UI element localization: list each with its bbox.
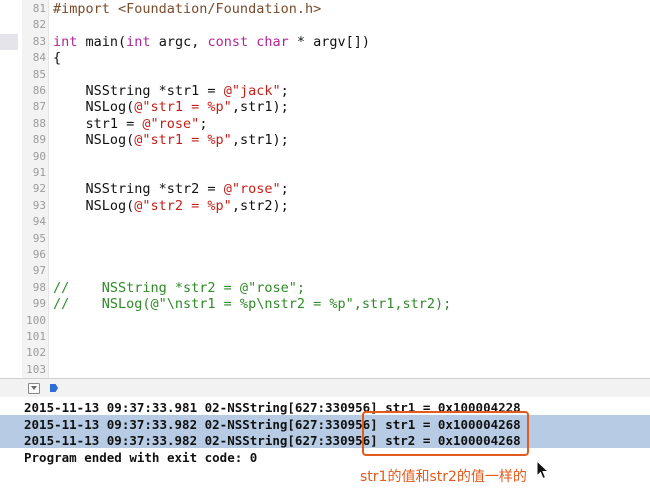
code-line: NSLog(@"str1 = %p",str1); [53, 132, 289, 148]
code-token: NSLog( [53, 197, 135, 214]
line-number: 83 [32, 34, 46, 48]
line-number: 81 [32, 2, 46, 15]
navigator-selection-marker [0, 34, 18, 50]
code-line: NSLog(@"str2 = %p",str2); [53, 198, 289, 214]
code-token: ; [280, 181, 289, 198]
line-number: 85 [32, 67, 46, 81]
line-number: 89 [32, 133, 46, 147]
line-number: 86 [32, 84, 46, 97]
breakpoint-icon[interactable] [50, 384, 58, 392]
code-token: // NSString *str2 = @"rose"; [53, 279, 305, 296]
line-number: 91 [32, 166, 46, 179]
line-number: 96 [32, 248, 46, 261]
line-number: 99 [32, 297, 46, 311]
code-token: @"rose" [223, 181, 281, 198]
line-number: 103 [26, 362, 46, 376]
line-number: 95 [32, 231, 46, 245]
console-line: 2015-11-13 09:37:33.982 02-NSString[627:… [24, 433, 521, 448]
code-token: ,str2); [231, 197, 289, 214]
code-token: argc, [150, 33, 208, 50]
line-number: 102 [26, 346, 46, 360]
hide-debug-area-icon[interactable] [28, 383, 40, 394]
code-token: ,str1); [231, 132, 289, 149]
code-token: str1 = [53, 115, 143, 132]
code-token: NSString *str2 = [53, 181, 224, 198]
code-token: char [256, 33, 289, 50]
code-token: NSLog( [53, 99, 135, 116]
line-number: 87 [32, 100, 46, 114]
line-number: 88 [32, 116, 46, 130]
line-number: 90 [32, 149, 46, 163]
code-token: int [126, 33, 151, 50]
code-token: @"str1 = %p" [134, 132, 232, 149]
code-token: @"str2 = %p" [134, 197, 232, 214]
code-token: * argv[]) [288, 33, 371, 50]
line-number: 98 [32, 280, 46, 294]
line-number: 94 [32, 215, 46, 229]
line-number-gutter: 81 82 83 84 85 86 87 88 89 90 91 92 93 94 95 96 97 98 99 10… [22, 0, 49, 378]
code-line: NSString *str1 = @"jack"; [53, 83, 289, 99]
console-selection-highlight [0, 431, 650, 448]
code-token: @"rose" [142, 115, 200, 132]
code-line: { [53, 50, 61, 66]
code-line: // NSString *str2 = @"rose"; [53, 280, 305, 296]
code-line: #import <Foundation/Foundation.h> [53, 1, 321, 17]
code-token: ,str1); [231, 99, 289, 116]
line-number: 93 [32, 198, 46, 212]
code-token: ; [199, 115, 208, 132]
code-token: // NSLog(@"\nstr1 = %p\nstr2 = %p",str1,… [53, 296, 452, 313]
console-selection-highlight [0, 414, 650, 431]
code-token: NSString *str1 = [53, 83, 224, 99]
code-token: { [53, 50, 62, 67]
console-line: 2015-11-13 09:37:33.981 02-NSString[627:… [24, 400, 521, 415]
code-token: const [207, 33, 249, 50]
mouse-pointer-icon [536, 460, 550, 480]
console-line: Program ended with exit code: 0 [24, 449, 258, 465]
code-editor[interactable]: 81 82 83 84 85 86 87 88 89 90 91 92 93 94 95 96 97 98 99 10… [22, 0, 650, 378]
code-token: @"jack" [223, 83, 281, 99]
navigator-edge [0, 0, 22, 378]
code-line: str1 = @"rose"; [53, 115, 208, 132]
code-line: // NSLog(@"\nstr1 = %p\nstr2 = %p",str1,… [53, 296, 451, 312]
code-token: NSLog( [53, 132, 135, 149]
line-number: 92 [32, 182, 46, 196]
code-token: ; [280, 83, 289, 99]
debug-area-toolbar [0, 378, 650, 398]
line-number: 82 [32, 18, 46, 32]
code-token: @"str1 = %p" [134, 99, 232, 116]
code-token: main( [77, 33, 127, 50]
code-line: NSString *str2 = @"rose"; [53, 181, 289, 197]
code-line: NSLog(@"str1 = %p",str1); [53, 99, 289, 115]
line-number: 100 [26, 313, 46, 327]
code-token: int [53, 33, 78, 50]
annotation-text: str1的值和str2的值一样的 [360, 469, 527, 485]
line-number: 97 [32, 264, 46, 278]
annotation-highlight-box [362, 411, 529, 456]
code-token: #import <Foundation/Foundation.h> [53, 1, 322, 17]
code-line: int main(int argc, const char * argv[]) [53, 34, 370, 50]
console-line: 2015-11-13 09:37:33.982 02-NSString[627:… [24, 416, 521, 432]
line-number: 101 [26, 330, 46, 343]
line-number: 84 [32, 51, 46, 65]
console-output[interactable]: 2015-11-13 09:37:33.981 02-NSString[627:… [0, 397, 650, 490]
